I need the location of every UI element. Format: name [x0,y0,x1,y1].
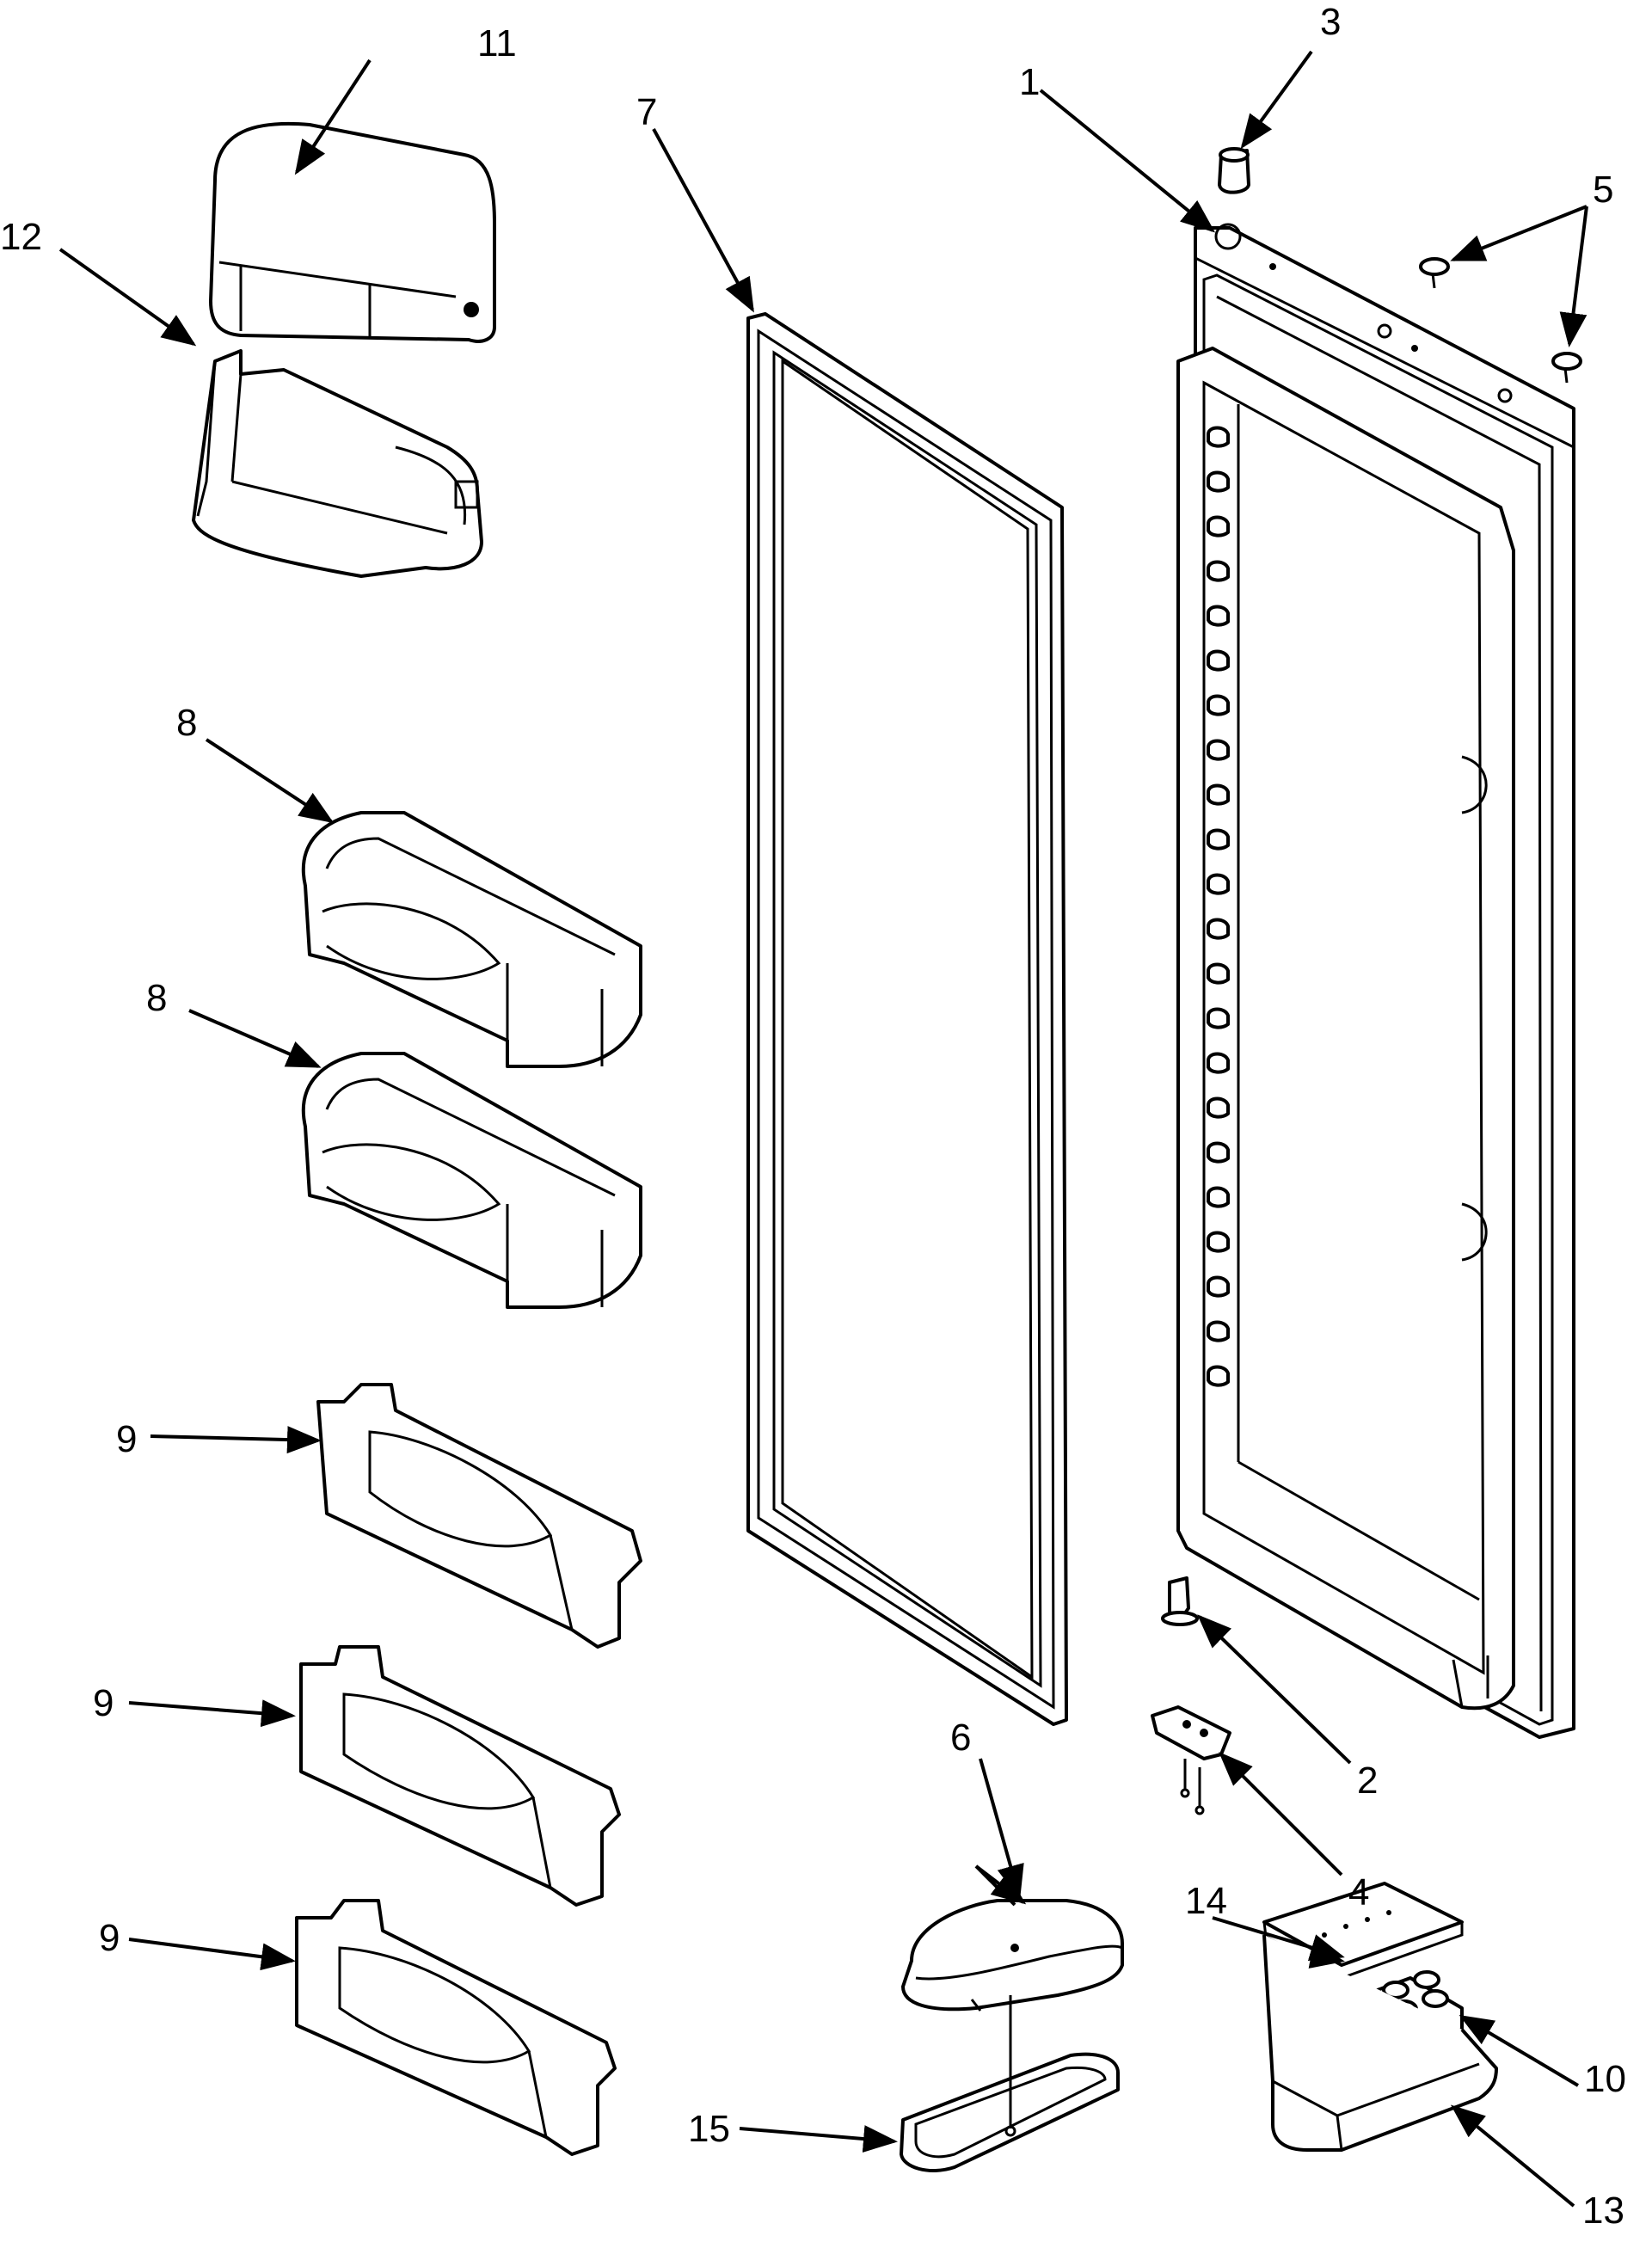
shelf-support-button [1207,1096,1230,1119]
part-9-door-bin-b [299,1645,621,1907]
shelf-support-button [1207,1320,1230,1342]
leader-8a [205,738,335,824]
shelf-support-button [1207,470,1230,493]
shelf-support-button [1207,694,1230,716]
callout-9-c: 9 [99,1917,120,1959]
leader-8b [188,1009,322,1068]
shelf-support-button [1207,873,1230,895]
leader-9b [128,1699,296,1728]
part-7-door-gasket [746,312,1068,1726]
egg-cup [1382,1981,1409,1999]
part-5-plug-right [1551,352,1582,384]
leader-3 [1240,50,1313,150]
callout-8-lower: 8 [146,977,167,1019]
leader-12 [58,248,197,347]
part-15-tray [900,1995,1120,2172]
shelf-support-button [1207,739,1230,761]
part-11-dairy-door [209,121,496,343]
part-2-door-stop [1161,1576,1199,1626]
shelf-support-button [1207,783,1230,806]
leader-14 [1212,1916,1345,1961]
callout-9-b: 9 [93,1682,114,1724]
leader-15 [739,2125,898,2153]
callout-4: 4 [1348,1871,1369,1913]
shelf-support-button [1207,1186,1230,1208]
shelf-support-button [1207,828,1230,851]
egg-cup [1422,1989,1449,2008]
part-8-door-bin-lower [301,1052,642,1309]
shelf-support-button [1207,560,1230,582]
callout-2: 2 [1357,1760,1378,1802]
shelf-support-button [1207,1007,1230,1029]
callout-3: 3 [1320,1,1341,43]
callout-13: 13 [1582,2190,1624,2232]
leader-10 [1459,2014,1580,2087]
part-4-hinge-bracket [1151,1705,1231,1815]
part-8-door-bin-upper [301,811,642,1068]
leader-5b [1559,206,1588,347]
callout-8-upper: 8 [176,702,197,744]
shelf-support-button [1207,1275,1230,1298]
shelf-support-button [1207,605,1230,627]
leader-9c [128,1938,296,1971]
part-9-door-bin-a [316,1383,642,1649]
leader-6-main [979,1758,1024,1900]
callout-6: 6 [950,1717,971,1759]
leader-7 [652,128,754,313]
liner-shelf-supports [1207,426,1230,1387]
shelf-support-button [1207,1141,1230,1164]
shelf-support-button [1207,649,1230,672]
part-12-dairy-bin [192,349,483,578]
part-9-door-bin-c [295,1899,617,2156]
callout-labels: 11 12 7 1 3 5 8 8 9 9 9 2 4 6 14 10 13 1… [0,1,1626,2232]
part-3-hinge-bushing [1218,147,1250,194]
callout-9-a: 9 [116,1418,137,1460]
callout-5: 5 [1593,169,1613,211]
shelf-support-button [1207,1365,1230,1387]
part-6-dairy-cover [901,1899,1124,2012]
shelf-support-button [1207,1231,1230,1253]
egg-cup [1413,1970,1440,1989]
leader-5a [1450,205,1588,261]
part-13-egg-bin [1262,1934,1498,2152]
shelf-support-button [1207,962,1230,985]
callout-11: 11 [477,22,517,64]
callout-14: 14 [1185,1880,1227,1922]
leader-1 [1039,89,1216,233]
callout-10: 10 [1584,2058,1626,2100]
part-5-plug-left [1419,257,1450,289]
leader-13 [1450,2104,1575,2208]
leader-6-tail [974,1864,1016,1907]
leader-11 [294,58,372,175]
shelf-support-button [1207,1052,1230,1074]
leader-4 [1219,1752,1343,1877]
shelf-support-button [1207,426,1230,448]
callout-12: 12 [0,216,42,258]
leader-lines [58,50,1588,2208]
callout-15: 15 [688,2108,730,2150]
shelf-support-button [1207,515,1230,537]
part-1-door-liner [1176,347,1515,1711]
callout-7: 7 [636,91,657,133]
callout-1: 1 [1019,61,1040,103]
shelf-support-button [1207,918,1230,940]
leader-9a [150,1426,322,1454]
leader-2 [1197,1614,1352,1765]
